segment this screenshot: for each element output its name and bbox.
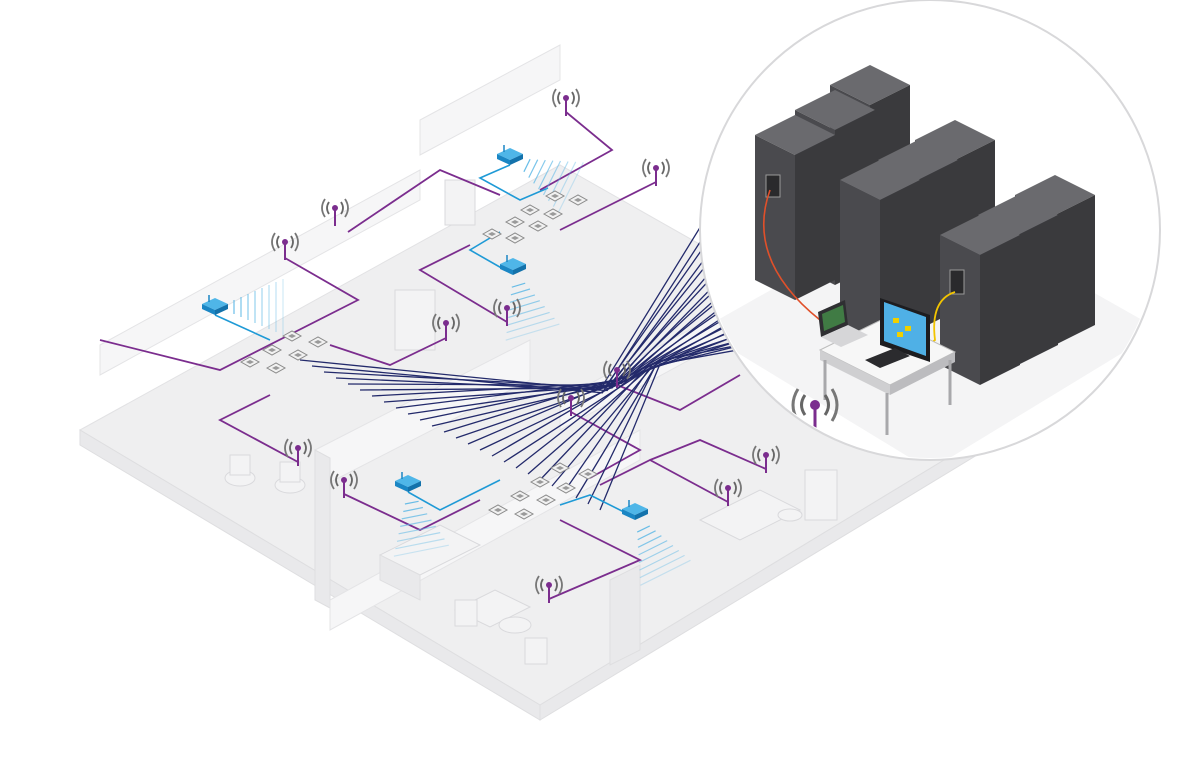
wifi-wave <box>639 554 685 579</box>
server-room-callout <box>699 0 1161 461</box>
server-rack-icon <box>755 115 835 300</box>
chair-icon <box>454 599 478 627</box>
table-icon <box>498 616 532 634</box>
wifi-wave <box>528 159 539 178</box>
shelf-icon <box>444 179 476 226</box>
wifi-wave <box>523 158 531 173</box>
wifi-wave <box>637 530 656 541</box>
wifi-wave <box>401 513 428 520</box>
desk-icon <box>378 524 482 601</box>
monitor-icon <box>865 298 930 368</box>
wifi-wave <box>638 540 668 556</box>
wifi-wave <box>505 323 560 341</box>
patch-cable-yellow <box>909 291 956 361</box>
chair-icon <box>524 637 548 665</box>
wifi-wave <box>542 160 562 196</box>
wifi-wave <box>637 535 662 548</box>
wifi-wave <box>533 159 546 184</box>
wifi-wave <box>393 544 449 557</box>
wifi-wave <box>538 160 554 190</box>
desk-icon <box>698 489 802 541</box>
chair-icon <box>274 461 306 494</box>
access-point-icon <box>496 144 524 166</box>
cabinet-icon <box>804 469 838 521</box>
wifi-wave <box>640 559 691 586</box>
antenna-cabling <box>99 111 767 600</box>
wifi-wave <box>557 162 584 213</box>
wifi-wave <box>398 525 436 535</box>
wifi-wave <box>396 532 441 542</box>
wifi-wave <box>404 500 419 505</box>
shelf-icon <box>394 289 436 351</box>
wifi-wave <box>403 506 424 513</box>
server-rack-icon <box>940 215 1020 385</box>
wifi-wave-icon <box>233 158 691 586</box>
wifi-wave <box>509 294 536 303</box>
wifi-wave <box>639 549 680 571</box>
office-furniture <box>224 179 838 665</box>
chair-icon <box>224 454 256 487</box>
wifi-wave <box>510 288 531 296</box>
antenna-icon <box>552 88 580 117</box>
wifi-wave <box>638 544 674 564</box>
antenna-icon <box>642 158 670 187</box>
chair-icon <box>777 508 803 522</box>
wifi-wave <box>511 282 526 288</box>
wifi-wave <box>395 538 445 550</box>
wifi-wave <box>400 519 432 527</box>
wifi-wave <box>507 311 550 326</box>
wifi-wave <box>508 306 545 319</box>
patch-cable-red <box>762 189 821 321</box>
laptop-icon <box>818 300 868 347</box>
access-point-cabling <box>214 164 631 516</box>
wifi-wave <box>636 525 651 533</box>
wifi-wave <box>506 317 555 334</box>
